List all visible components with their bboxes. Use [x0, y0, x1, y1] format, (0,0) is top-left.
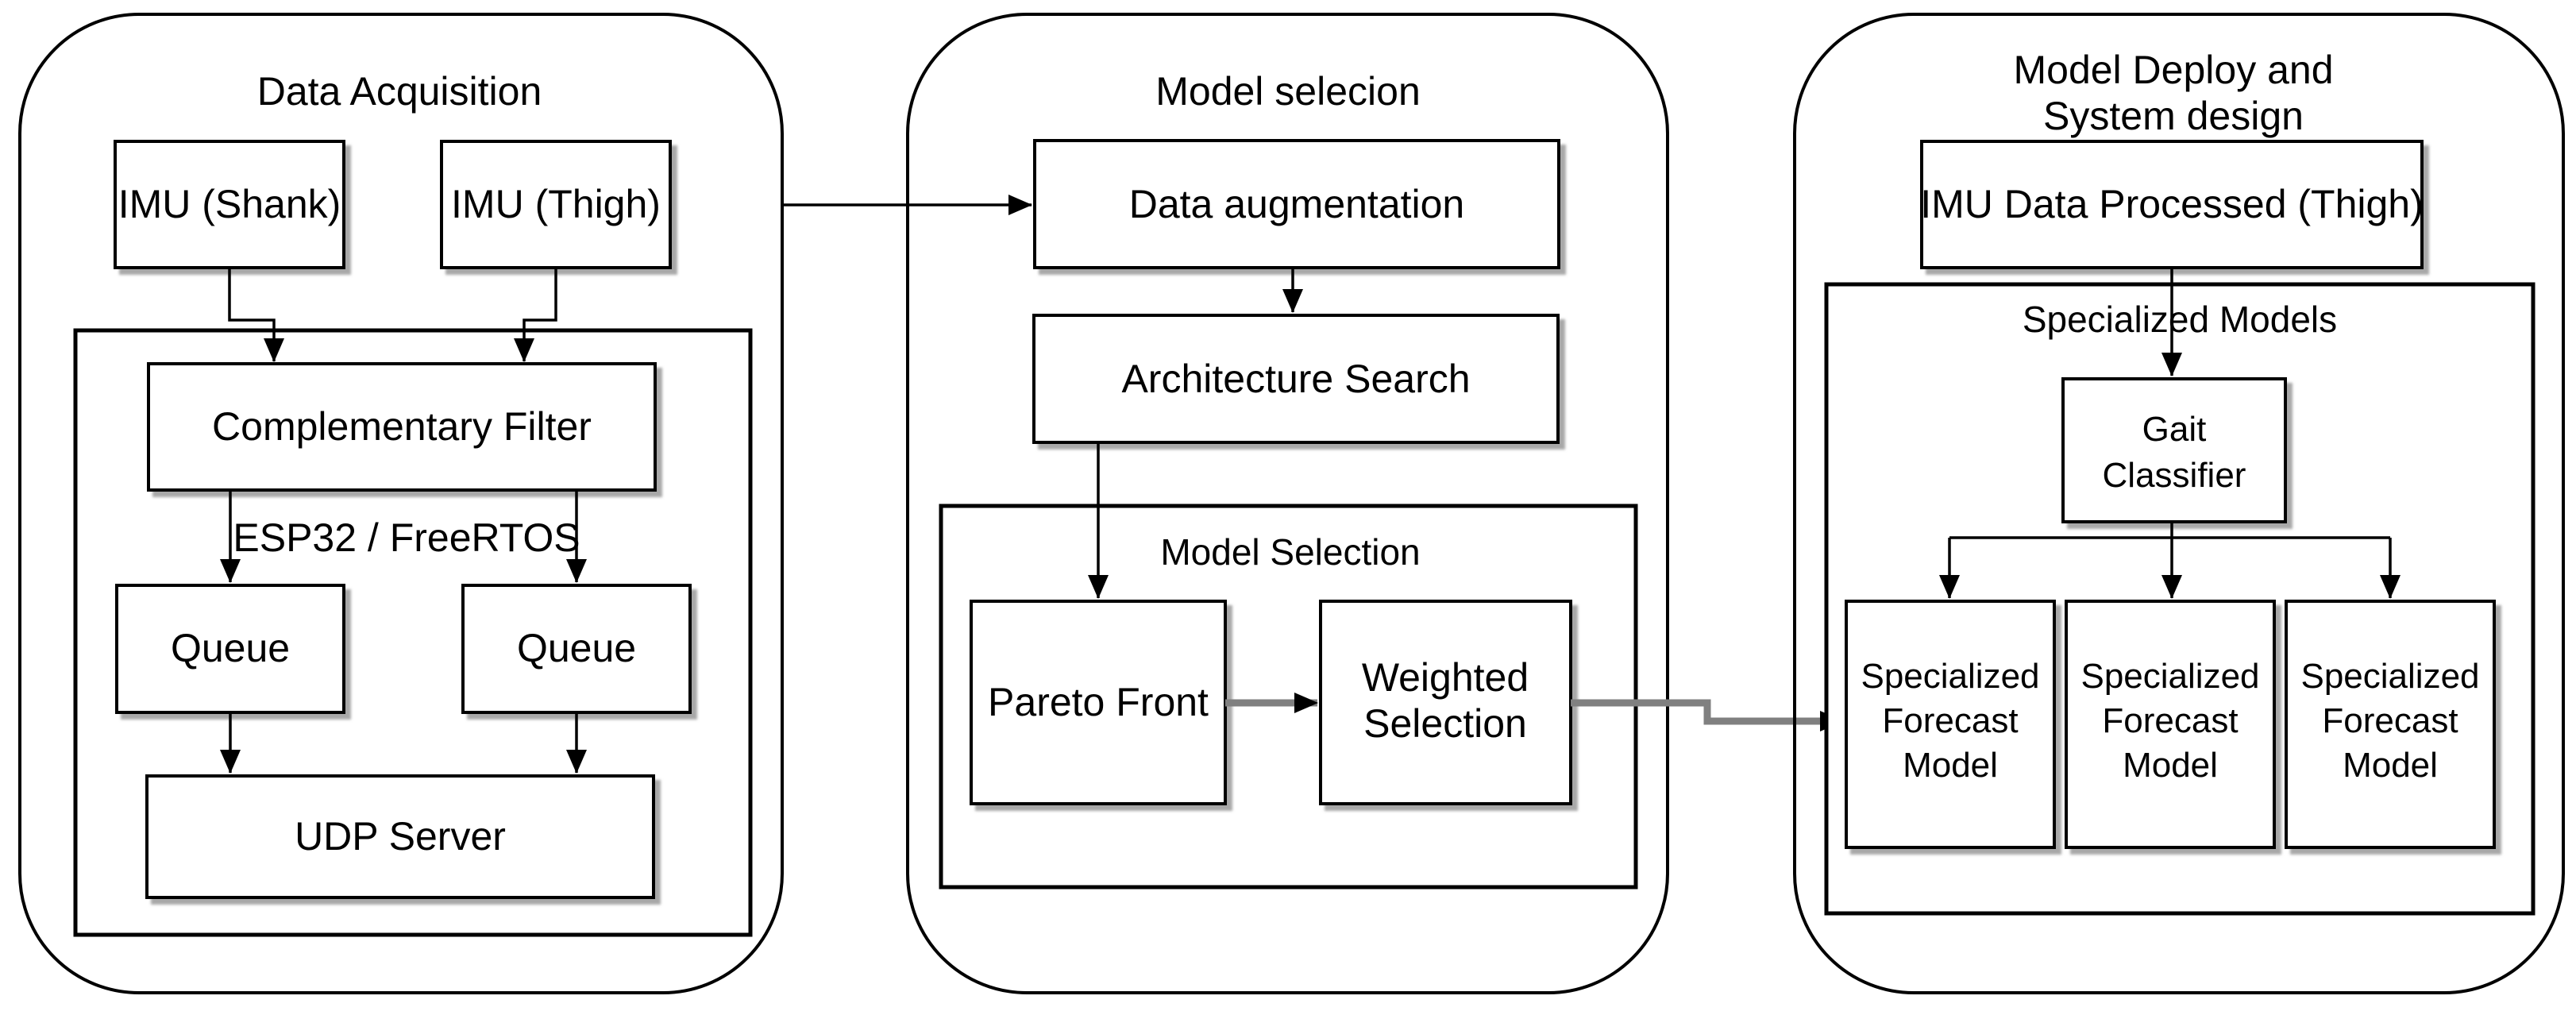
node-queue-right [461, 584, 692, 714]
panel-data-acquisition-border [18, 13, 784, 994]
node-udp-server-label: UDP Server [295, 814, 506, 859]
node-imu-data-processed-label: IMU Data Processed (Thigh) [1920, 182, 2424, 226]
node-weighted-selection-label-line1: Weighted [1362, 655, 1529, 700]
edge-imu-shank-to-filter [228, 268, 284, 362]
node-architecture-search [1032, 314, 1560, 444]
panel-title-model-deploy-line2: System design [2043, 94, 2304, 138]
node-imu-shank-label: IMU (Shank) [118, 182, 341, 226]
node-queue-left-label: Queue [171, 626, 290, 670]
node-forecast-model-2-line3: Model [2123, 746, 2218, 785]
node-gait-classifier-label-line2: Classifier [2103, 456, 2246, 495]
node-gait-classifier-label-line1: Gait [2142, 410, 2207, 449]
node-complementary-filter [147, 362, 657, 492]
node-pareto-front-label: Pareto Front [988, 680, 1209, 724]
node-forecast-model-1-line1: Specialized [1861, 657, 2039, 696]
panel-title-data-acquisition: Data Acquisition [257, 69, 542, 114]
node-data-augmentation-label: Data augmentation [1129, 182, 1465, 226]
node-udp-server [145, 774, 655, 899]
panel-data-acquisition: Data Acquisition IMU (Shank) IMU (Thigh)… [18, 13, 784, 994]
edge-gait-splitter [1949, 522, 2390, 539]
node-queue-right-label: Queue [517, 626, 636, 670]
esp32-freertos-label: ESP32 / FreeRTOS [233, 515, 580, 560]
panel-model-deploy-border [1793, 13, 2565, 994]
node-forecast-model-2-box [2065, 600, 2276, 849]
node-architecture-search-label: Architecture Search [1121, 357, 1470, 401]
edge-weighted-to-forecast [1571, 699, 1844, 731]
node-forecast-model-1-line2: Forecast [1882, 701, 2018, 740]
group-specialized-models-label: Specialized Models [2023, 299, 2337, 340]
node-forecast-model-3-box [2285, 600, 2496, 849]
edge-imu-thigh-to-filter [514, 268, 557, 362]
node-data-augmentation [1033, 139, 1560, 269]
node-imu-thigh-label: IMU (Thigh) [451, 182, 661, 226]
node-weighted-selection [1319, 600, 1572, 805]
node-complementary-filter-label: Complementary Filter [212, 404, 592, 449]
panel-model-deploy: Model Deploy and System design IMU Data … [1793, 13, 2565, 994]
node-forecast-model-2: Specialized Forecast Model [2065, 600, 2276, 849]
node-forecast-model-3-line2: Forecast [2322, 701, 2458, 740]
group-model-selection-label: Model Selection [1160, 531, 1420, 573]
node-forecast-model-2-line1: Specialized [2080, 657, 2259, 696]
node-forecast-model-1-line3: Model [1903, 746, 1998, 785]
panel-title-model-selection: Model selecion [1155, 69, 1421, 114]
node-forecast-model-3: Specialized Forecast Model [2285, 600, 2496, 849]
node-forecast-model-3-line3: Model [2343, 746, 2438, 785]
panel-title-model-deploy-line1: Model Deploy and [2013, 48, 2333, 92]
node-forecast-model-1: Specialized Forecast Model [1845, 600, 2056, 849]
panel-model-selection-border [906, 13, 1669, 994]
node-imu-data-processed [1920, 140, 2424, 269]
node-forecast-model-2-line2: Forecast [2102, 701, 2238, 740]
panel-model-selection: Model selecion Data augmentation Archite… [906, 13, 1669, 994]
node-imu-thigh [440, 140, 672, 269]
node-pareto-front [970, 600, 1227, 805]
node-forecast-model-1-box [1845, 600, 2056, 849]
node-forecast-model-3-line1: Specialized [2300, 657, 2479, 696]
node-gait-classifier [2061, 377, 2287, 523]
node-queue-left [115, 584, 345, 714]
node-weighted-selection-label-line2: Selection [1363, 701, 1527, 746]
